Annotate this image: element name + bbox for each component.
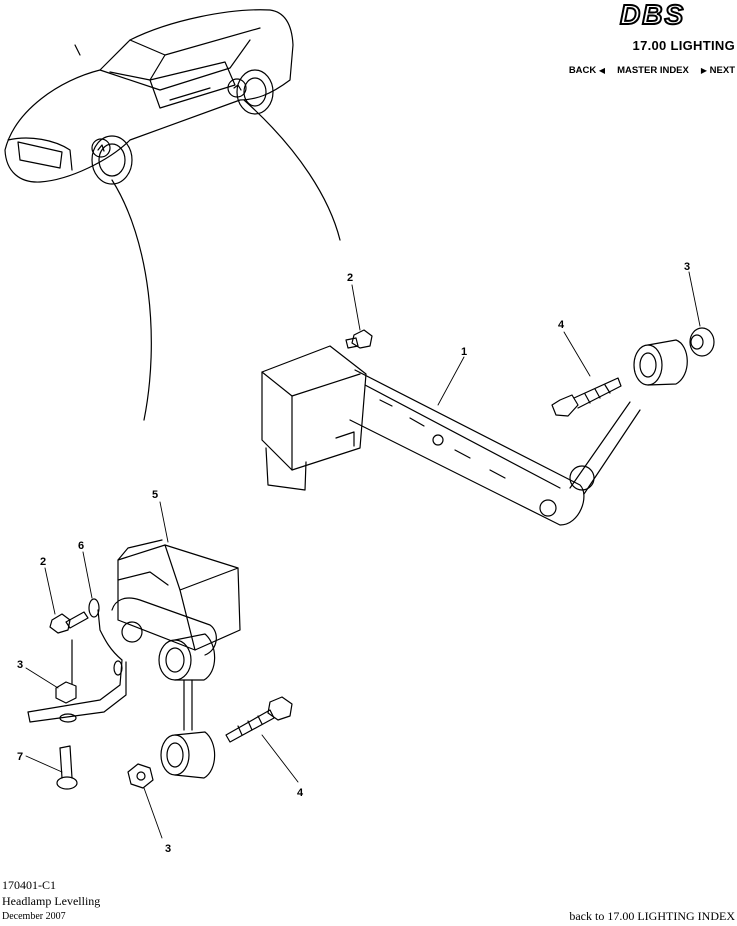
parts-diagram: 1 2 3 4 5 6 2 3 7 4 3 (4, 9, 715, 855)
callout-3-lower-b: 3 (165, 843, 171, 855)
callout-1: 1 (461, 346, 467, 358)
back-to-index-link[interactable]: back to 17.00 LIGHTING INDEX (569, 909, 735, 923)
section-title: 17.00 LIGHTING (632, 38, 735, 53)
car-illustration (4, 9, 294, 185)
diagram-date: December 2007 (2, 911, 66, 922)
callout-5: 5 (152, 489, 158, 501)
callout-6: 6 (78, 540, 84, 552)
callout-3-upper: 3 (684, 261, 690, 273)
right-triangle-icon: ▶ (700, 66, 708, 75)
callout-leaders (25, 271, 701, 839)
svg-text:DBS: DBS (620, 0, 685, 30)
dbs-logo: DBS (619, 0, 685, 31)
leader-curve-front (111, 179, 152, 421)
callout-labels: 1 2 3 4 5 6 2 3 7 4 3 (17, 261, 690, 855)
callout-7: 7 (17, 751, 23, 763)
master-index-button[interactable]: MASTER INDEX (617, 65, 689, 76)
diagram-name: Headlamp Levelling (2, 894, 101, 908)
front-height-sensor (27, 539, 293, 790)
rear-height-sensor (261, 327, 715, 526)
left-triangle-icon: ◀ (598, 66, 606, 75)
next-label: NEXT (709, 65, 735, 76)
callout-2-lower: 2 (40, 556, 46, 568)
back-label: BACK (568, 65, 597, 76)
callout-3-lower-a: 3 (17, 659, 23, 671)
diagram-code: 170401-C1 (2, 878, 56, 892)
callout-4-upper: 4 (558, 319, 565, 331)
back-button[interactable]: BACK ◀ (569, 65, 605, 76)
leader-curve-rear (243, 99, 341, 241)
navigation-bar: BACK ◀ MASTER INDEX ▶ NEXT (569, 65, 735, 76)
next-button[interactable]: ▶ NEXT (701, 65, 735, 76)
callout-2-upper: 2 (347, 272, 353, 284)
callout-4-lower: 4 (297, 787, 304, 799)
